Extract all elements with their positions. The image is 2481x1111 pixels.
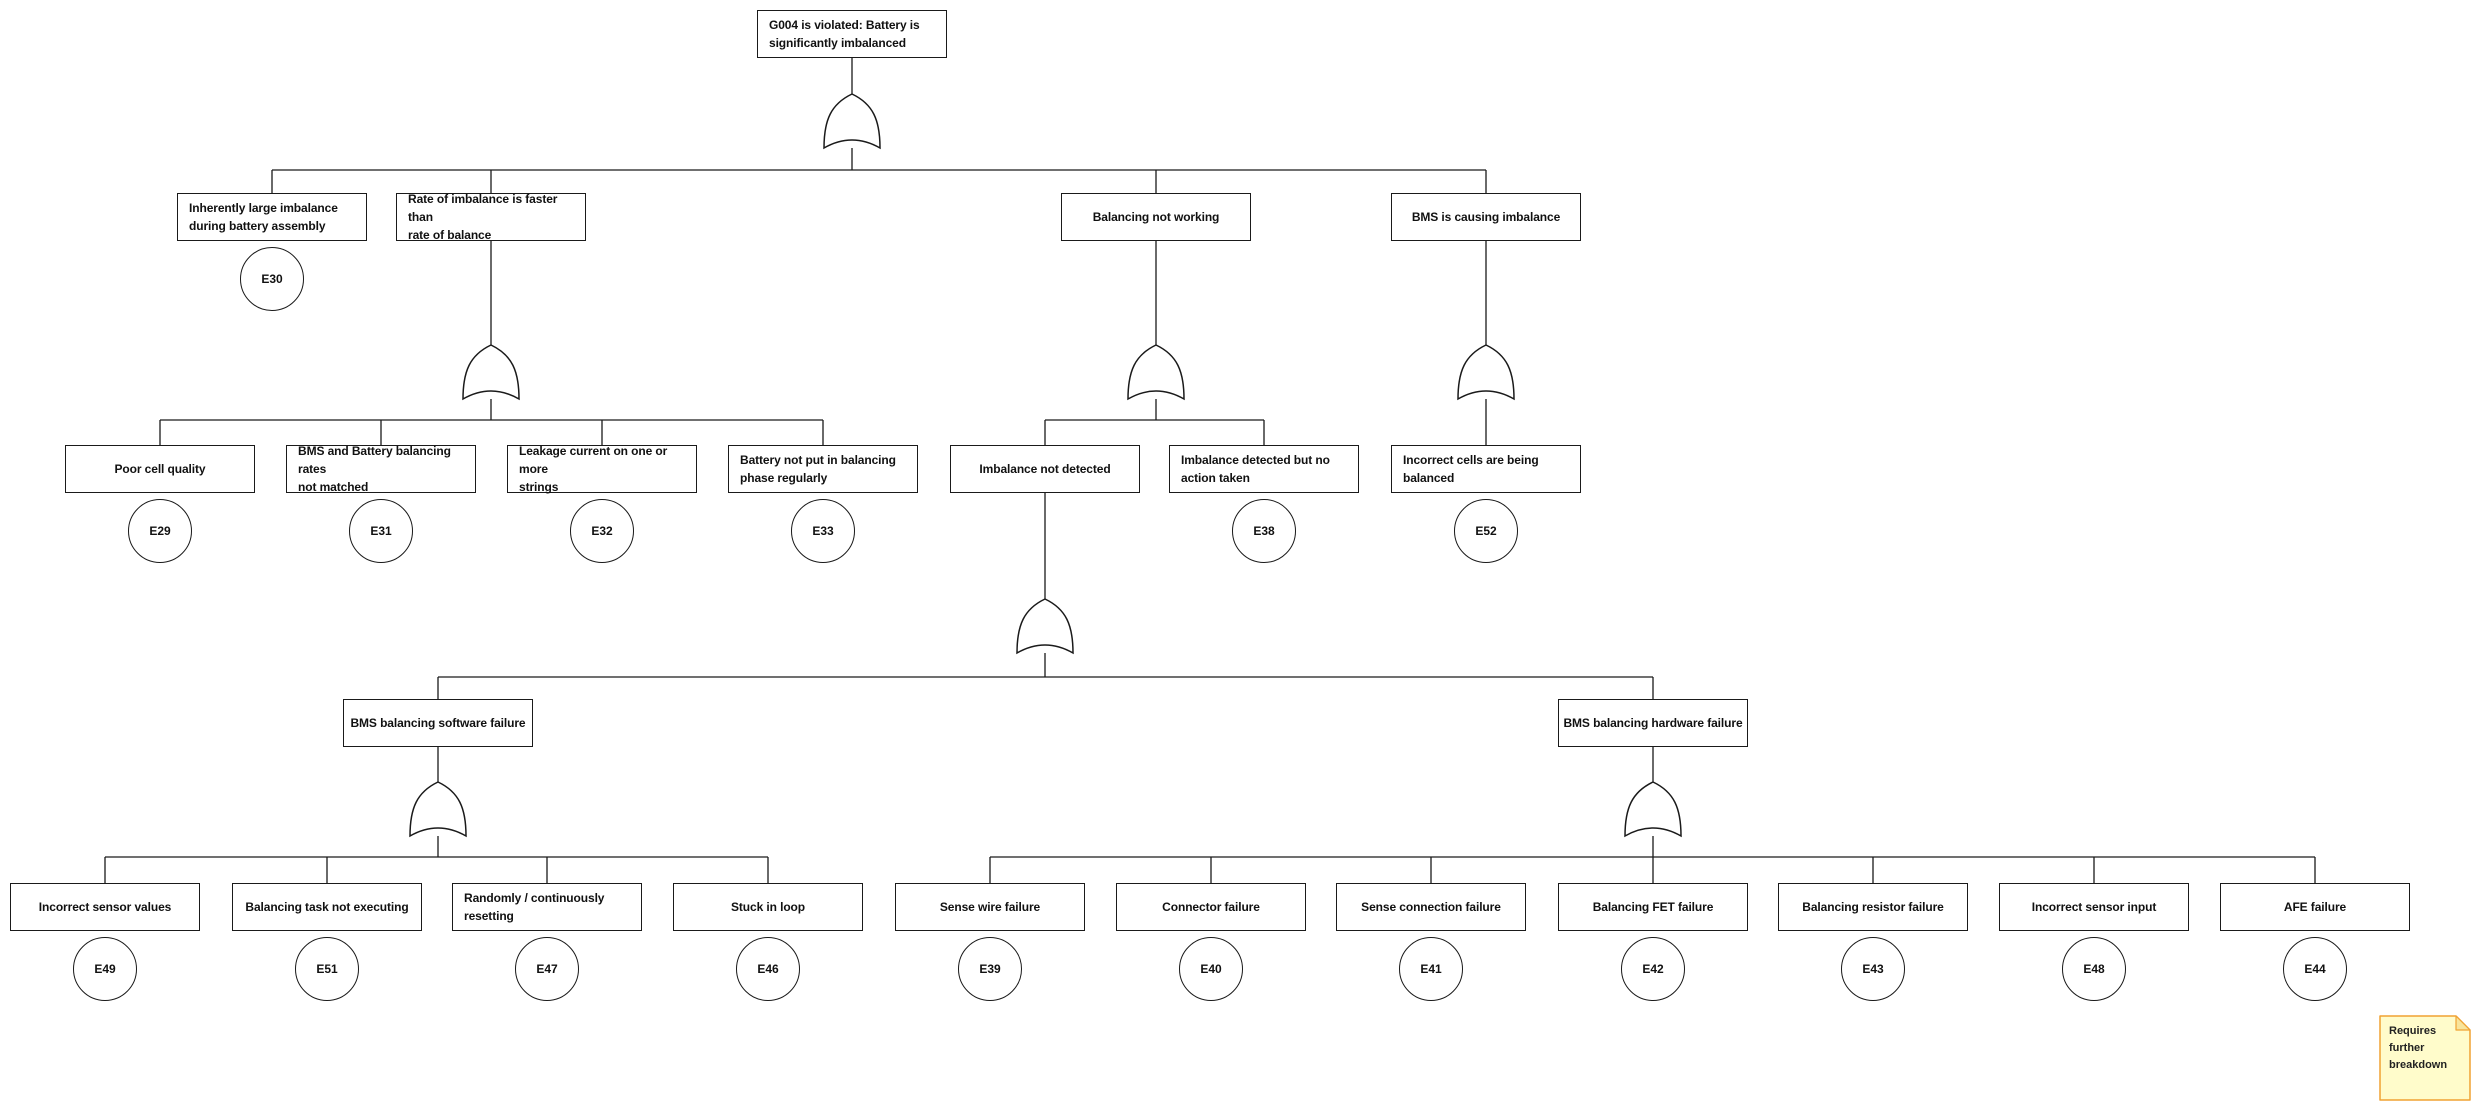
basic-event-circle-e41[interactable]: E41 (1399, 937, 1463, 1001)
or-gate[interactable] (462, 344, 520, 401)
basic-event-circle-e49[interactable]: E49 (73, 937, 137, 1001)
node-label: BMS and Battery balancing rates not matc… (298, 444, 451, 494)
node-box-afe[interactable]: AFE failure (2220, 883, 2410, 931)
node-label: Randomly / continuously resetting (464, 891, 605, 923)
basic-event-circle-e38[interactable]: E38 (1232, 499, 1296, 563)
basic-event-ref: E30 (261, 272, 283, 286)
node-label: AFE failure (2283, 900, 2347, 914)
node-box-assembly[interactable]: Inherently large imbalance during batter… (177, 193, 367, 241)
basic-event-circle-e30[interactable]: E30 (240, 247, 304, 311)
node-box-task-not-executing[interactable]: Balancing task not executing (232, 883, 422, 931)
basic-event-ref: E48 (2083, 962, 2105, 976)
basic-event-ref: E40 (1200, 962, 1222, 976)
basic-event-ref: E39 (979, 962, 1001, 976)
node-box-poor-cell[interactable]: Poor cell quality (65, 445, 255, 493)
or-gate[interactable] (1127, 344, 1185, 401)
node-box-incorrect-cells[interactable]: Incorrect cells are being balanced (1391, 445, 1581, 493)
node-label: G004 is violated: Battery is significant… (769, 18, 920, 50)
node-label: Battery not put in balancing phase regul… (740, 453, 896, 485)
basic-event-ref: E38 (1253, 524, 1275, 538)
node-box-hw[interactable]: BMS balancing hardware failure (1558, 699, 1748, 747)
sticky-note-text: Requires further breakdown (2389, 1025, 2448, 1071)
node-label: Imbalance detected but no action taken (1181, 453, 1330, 485)
basic-event-circle-e52[interactable]: E52 (1454, 499, 1518, 563)
node-box-rate[interactable]: Rate of imbalance is faster than rate of… (396, 192, 586, 242)
node-box-sensor-input[interactable]: Incorrect sensor input (1999, 883, 2189, 931)
node-box-sense-wire[interactable]: Sense wire failure (895, 883, 1085, 931)
node-box-connector[interactable]: Connector failure (1116, 883, 1306, 931)
node-label: Balancing not working (1092, 210, 1220, 224)
node-label: Sense wire failure (939, 900, 1041, 914)
basic-event-ref: E33 (812, 524, 834, 538)
or-gate[interactable] (409, 781, 467, 838)
node-box-bms-cause[interactable]: BMS is causing imbalance (1391, 193, 1581, 241)
node-box-stuck-in-loop[interactable]: Stuck in loop (673, 883, 863, 931)
basic-event-circle-e47[interactable]: E47 (515, 937, 579, 1001)
node-label: Poor cell quality (114, 462, 206, 476)
node-box-resistor[interactable]: Balancing resistor failure (1778, 883, 1968, 931)
node-box-sensor-values[interactable]: Incorrect sensor values (10, 883, 200, 931)
basic-event-ref: E43 (1862, 962, 1884, 976)
or-gate[interactable] (1016, 598, 1074, 655)
node-label: Sense connection failure (1361, 900, 1501, 914)
node-label: Incorrect cells are being balanced (1403, 453, 1539, 485)
node-label: Connector failure (1162, 900, 1260, 914)
basic-event-circle-e46[interactable]: E46 (736, 937, 800, 1001)
basic-event-ref: E47 (536, 962, 558, 976)
basic-event-circle-e39[interactable]: E39 (958, 937, 1022, 1001)
node-box-fet[interactable]: Balancing FET failure (1558, 883, 1748, 931)
node-box-not-detected[interactable]: Imbalance not detected (950, 445, 1140, 493)
node-box-sw[interactable]: BMS balancing software failure (343, 699, 533, 747)
node-box-phase[interactable]: Battery not put in balancing phase regul… (728, 445, 918, 493)
node-box-rates-not-matched[interactable]: BMS and Battery balancing rates not matc… (286, 444, 476, 494)
basic-event-ref: E42 (1642, 962, 1664, 976)
basic-event-circle-e40[interactable]: E40 (1179, 937, 1243, 1001)
sticky-note[interactable]: Requires further breakdown (2379, 1015, 2471, 1101)
node-label: Incorrect sensor input (2031, 900, 2157, 914)
basic-event-circle-e48[interactable]: E48 (2062, 937, 2126, 1001)
node-label: Rate of imbalance is faster than rate of… (408, 192, 558, 242)
node-label: Balancing task not executing (245, 900, 409, 914)
basic-event-circle-e44[interactable]: E44 (2283, 937, 2347, 1001)
node-box-leakage[interactable]: Leakage current on one or more strings (507, 444, 697, 494)
basic-event-circle-e33[interactable]: E33 (791, 499, 855, 563)
node-label: Balancing resistor failure (1802, 900, 1944, 914)
basic-event-ref: E46 (757, 962, 779, 976)
node-box-balancing[interactable]: Balancing not working (1061, 193, 1251, 241)
sticky-note-shape (2379, 1015, 2471, 1101)
basic-event-circle-e43[interactable]: E43 (1841, 937, 1905, 1001)
or-gate[interactable] (1624, 781, 1682, 838)
node-label: BMS balancing software failure (350, 716, 526, 730)
node-label: Imbalance not detected (979, 462, 1111, 476)
basic-event-circle-e51[interactable]: E51 (295, 937, 359, 1001)
basic-event-ref: E32 (591, 524, 613, 538)
node-label: Leakage current on one or more strings (519, 444, 668, 494)
node-label: Incorrect sensor values (38, 900, 172, 914)
node-label: BMS balancing hardware failure (1563, 716, 1743, 730)
node-label: Stuck in loop (730, 900, 806, 914)
basic-event-ref: E51 (316, 962, 338, 976)
node-label: Balancing FET failure (1592, 900, 1714, 914)
basic-event-circle-e29[interactable]: E29 (128, 499, 192, 563)
basic-event-ref: E31 (370, 524, 392, 538)
node-box-no-action[interactable]: Imbalance detected but no action taken (1169, 445, 1359, 493)
or-gate[interactable] (1457, 344, 1515, 401)
basic-event-ref: E41 (1420, 962, 1442, 976)
basic-event-ref: E44 (2304, 962, 2326, 976)
node-label: Inherently large imbalance during batter… (189, 201, 338, 233)
node-box-resetting[interactable]: Randomly / continuously resetting (452, 883, 642, 931)
node-box-sense-connection[interactable]: Sense connection failure (1336, 883, 1526, 931)
or-gate[interactable] (823, 93, 881, 150)
basic-event-ref: E29 (149, 524, 171, 538)
node-box-root[interactable]: G004 is violated: Battery is significant… (757, 10, 947, 58)
basic-event-ref: E49 (94, 962, 116, 976)
basic-event-circle-e32[interactable]: E32 (570, 499, 634, 563)
basic-event-circle-e31[interactable]: E31 (349, 499, 413, 563)
node-label: BMS is causing imbalance (1411, 210, 1561, 224)
basic-event-circle-e42[interactable]: E42 (1621, 937, 1685, 1001)
basic-event-ref: E52 (1475, 524, 1497, 538)
